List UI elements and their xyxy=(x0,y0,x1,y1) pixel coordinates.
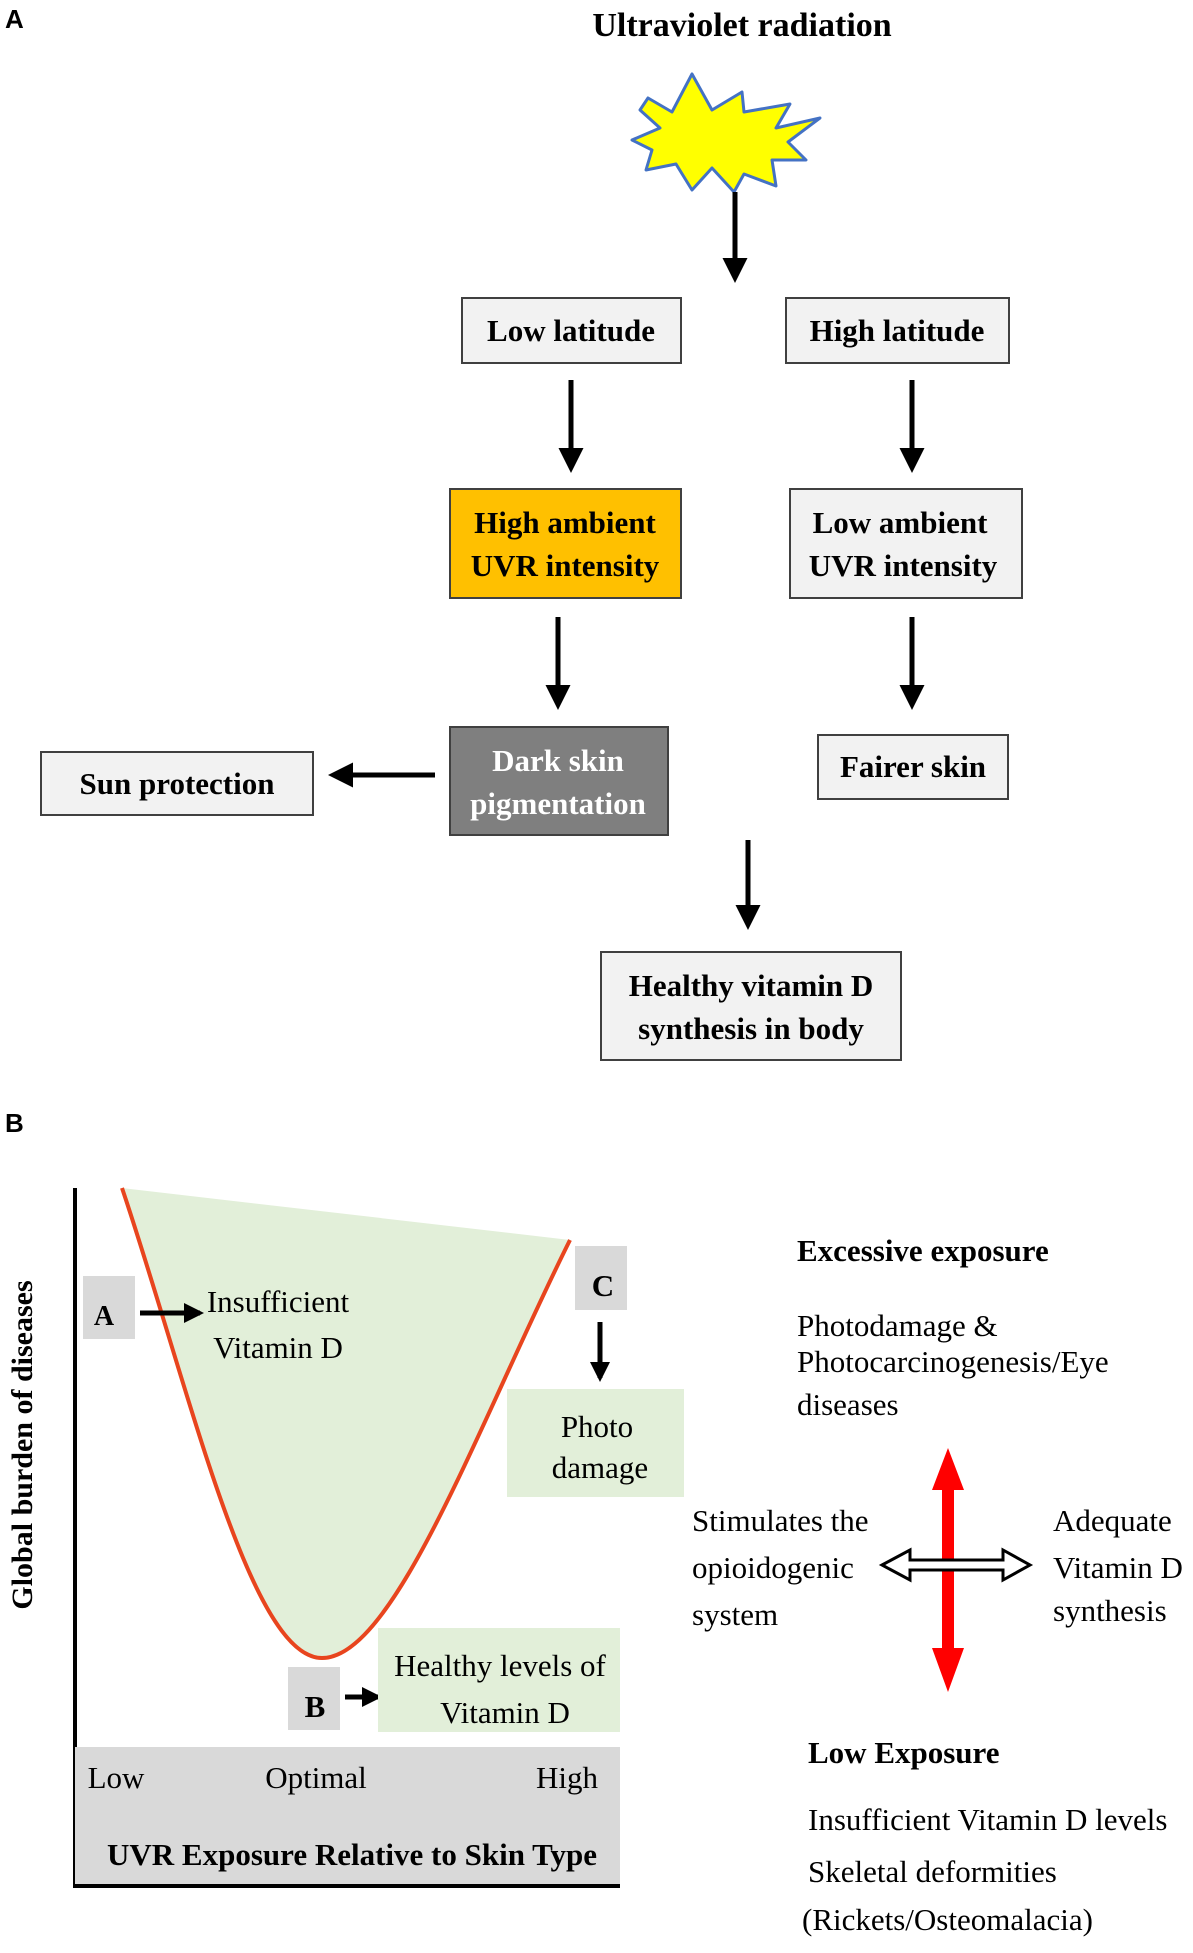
insufficient-line1: Insufficient xyxy=(207,1284,350,1319)
marker-a-label: A xyxy=(94,1301,115,1332)
burden-area xyxy=(122,1188,570,1658)
high-ambient-box: High ambient UVR intensity xyxy=(449,488,682,599)
healthy-levels-line1: Healthy levels of xyxy=(394,1648,606,1683)
panel-b-label: B xyxy=(5,1108,24,1138)
fairer-skin-text: Fairer skin xyxy=(840,749,986,784)
high-ambient-line1: High ambient xyxy=(474,505,656,540)
excessive-line3: diseases xyxy=(797,1387,899,1422)
dark-skin-line2: pigmentation xyxy=(470,786,646,821)
marker-b-label: B xyxy=(305,1689,326,1724)
x-axis-band xyxy=(75,1747,620,1884)
low-ambient-line1: Low ambient xyxy=(813,505,988,540)
x-tick-high: High xyxy=(536,1760,599,1795)
panel-a-label: A xyxy=(5,4,24,34)
high-ambient-line2: UVR intensity xyxy=(471,548,660,583)
x-tick-optimal: Optimal xyxy=(265,1760,367,1795)
photo-damage-box xyxy=(507,1389,684,1497)
adequate-line3: synthesis xyxy=(1053,1593,1167,1628)
marker-c-box xyxy=(575,1246,627,1310)
adequate-line1: Adequate xyxy=(1053,1503,1172,1538)
healthy-vitd-box: Healthy vitamin D synthesis in body xyxy=(600,951,902,1061)
stimulates-line1: Stimulates the xyxy=(692,1503,869,1538)
burden-curve xyxy=(120,1187,572,1661)
sun-burst-icon xyxy=(630,72,822,194)
low-ambient-line2: UVR intensity xyxy=(809,548,998,583)
photo-damage-line1: Photo xyxy=(561,1409,633,1444)
dark-skin-box: Dark skin pigmentation xyxy=(449,726,669,836)
insufficient-line2: Vitamin D xyxy=(213,1330,343,1365)
healthy-levels-line2: Vitamin D xyxy=(440,1695,570,1730)
low-latitude-box: Low latitude xyxy=(461,297,682,364)
marker-b-box xyxy=(288,1667,340,1730)
healthy-vitd-line1: Healthy vitamin D xyxy=(629,968,874,1003)
healthy-levels-box xyxy=(378,1628,620,1732)
high-latitude-box: High latitude xyxy=(785,297,1010,364)
uv-title: Ultraviolet radiation xyxy=(592,7,891,44)
excessive-title: Excessive exposure xyxy=(797,1233,1049,1268)
low-exposure-line2: Skeletal deformities xyxy=(808,1854,1057,1889)
excessive-line2: Photocarcinogenesis/Eye xyxy=(797,1344,1109,1379)
low-exposure-title: Low Exposure xyxy=(808,1735,1000,1770)
y-axis-label: Global burden of diseases xyxy=(6,1280,39,1609)
fairer-skin-box: Fairer skin xyxy=(817,734,1009,800)
low-latitude-text: Low latitude xyxy=(487,313,655,348)
low-exposure-line3: (Rickets/Osteomalacia) xyxy=(802,1902,1093,1937)
high-latitude-text: High latitude xyxy=(810,313,985,348)
dark-skin-line1: Dark skin xyxy=(492,743,624,778)
stimulates-line2: opioidogenic xyxy=(692,1550,854,1585)
low-ambient-box: Low ambient UVR intensity xyxy=(789,488,1023,599)
photo-damage-line2: damage xyxy=(552,1450,648,1485)
low-exposure-line1: Insufficient Vitamin D levels xyxy=(808,1802,1167,1837)
marker-c-label: C xyxy=(592,1268,614,1303)
healthy-vitd-line2: synthesis in body xyxy=(638,1011,864,1046)
flow-arrows xyxy=(328,192,925,930)
adequate-line2: Vitamin D xyxy=(1053,1550,1183,1585)
x-tick-low: Low xyxy=(88,1760,145,1795)
sun-protection-box: Sun protection xyxy=(40,751,314,816)
sun-protection-text: Sun protection xyxy=(80,766,275,801)
marker-a-box xyxy=(83,1276,135,1339)
x-axis-label: UVR Exposure Relative to Skin Type xyxy=(107,1837,597,1872)
white-double-arrow xyxy=(878,1547,1034,1583)
stimulates-line3: system xyxy=(692,1597,778,1632)
excessive-line1: Photodamage & xyxy=(797,1308,998,1343)
